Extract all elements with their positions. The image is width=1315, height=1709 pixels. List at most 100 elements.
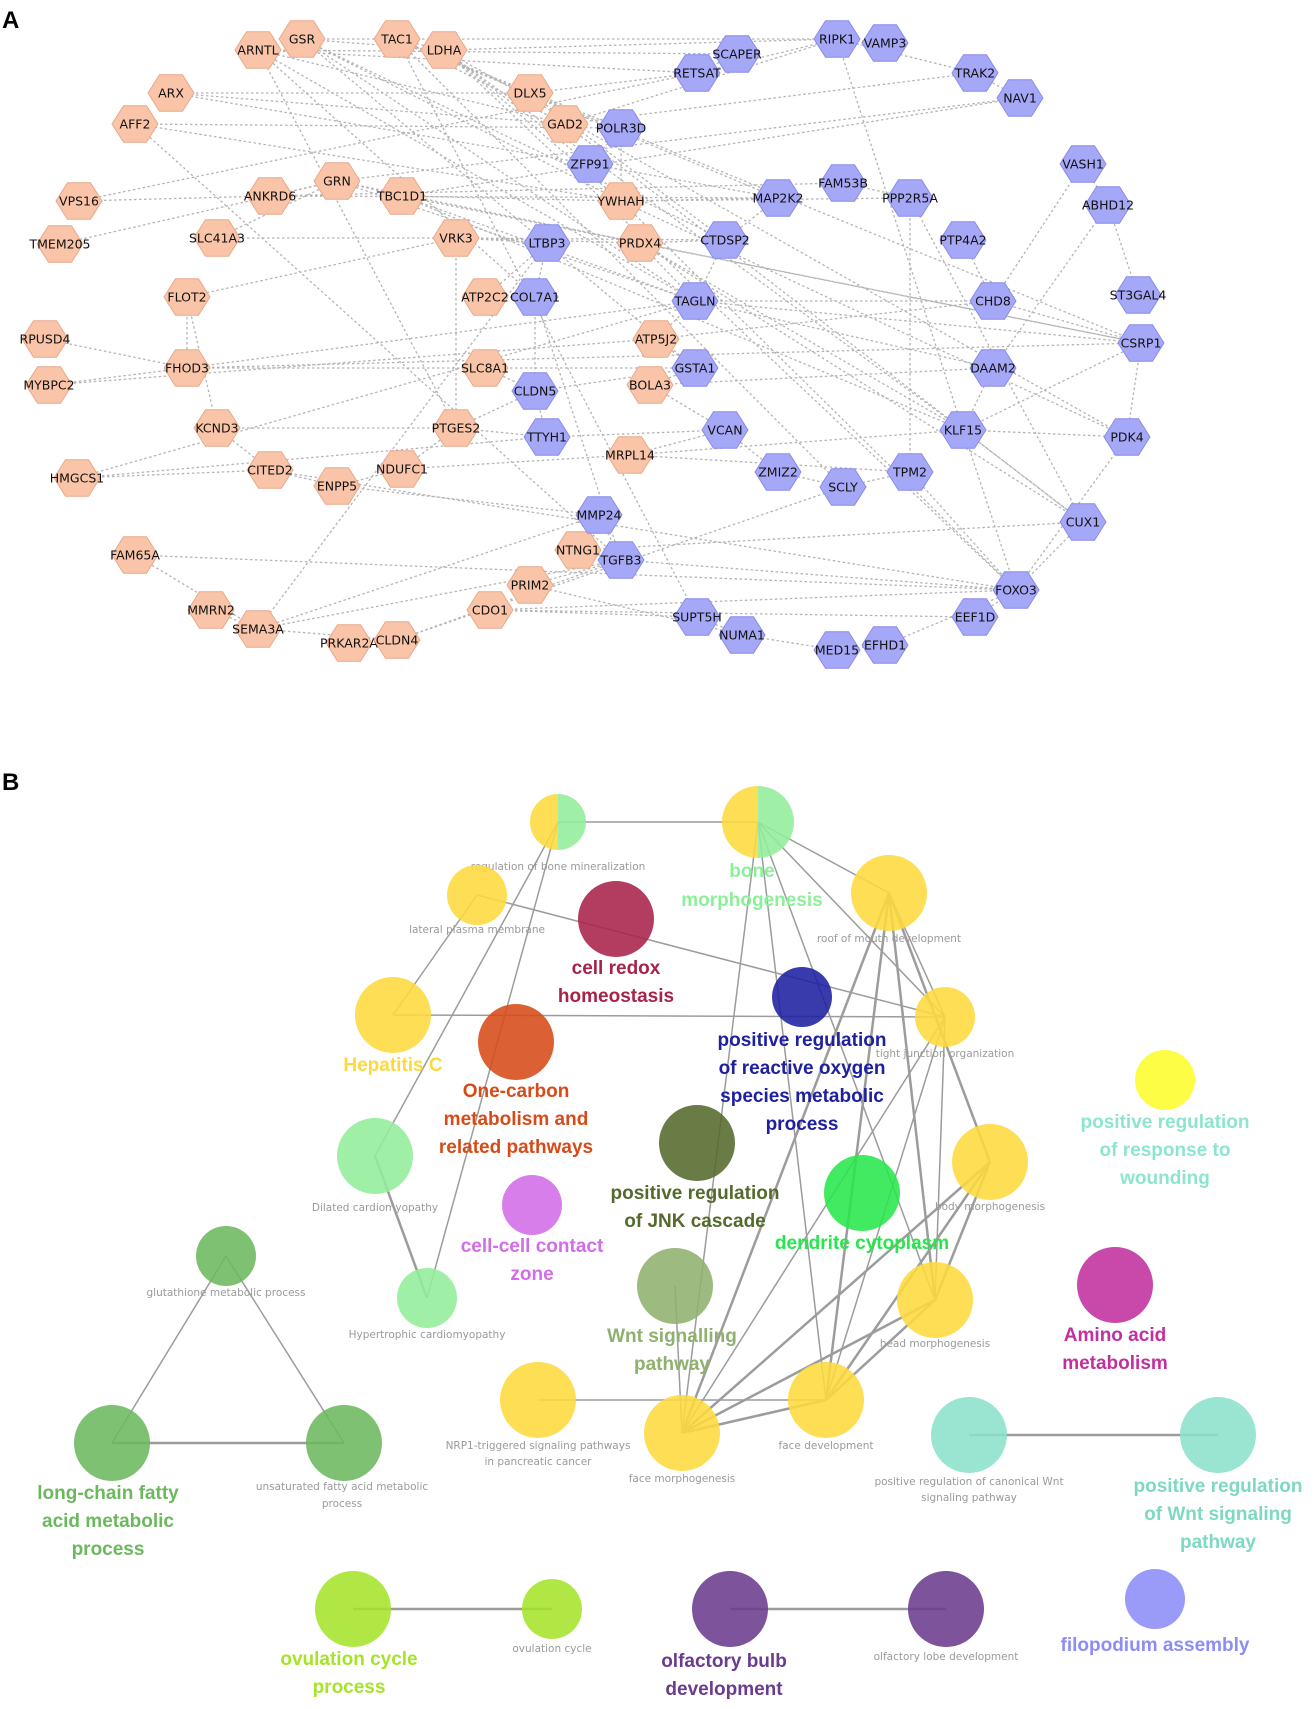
gene-node-tbc1d1[interactable]: TBC1D1 bbox=[376, 177, 427, 215]
gene-node-st3gal4[interactable]: ST3GAL4 bbox=[1110, 276, 1167, 314]
gene-node-vamp3[interactable]: VAMP3 bbox=[861, 24, 909, 62]
term-node-facemorph[interactable]: face morphogenesis bbox=[629, 1395, 736, 1485]
gene-node-tmem205[interactable]: TMEM205 bbox=[29, 225, 91, 263]
term-node-bonemin[interactable]: regulation of bone mineralization bbox=[471, 794, 646, 873]
gene-node-mmrn2[interactable]: MMRN2 bbox=[187, 591, 235, 629]
gene-node-eef1d[interactable]: EEF1D bbox=[951, 598, 999, 636]
gene-node-cux1[interactable]: CUX1 bbox=[1059, 503, 1107, 541]
gene-node-chd8[interactable]: CHD8 bbox=[969, 282, 1017, 320]
gene-node-tac1[interactable]: TAC1 bbox=[373, 20, 421, 58]
gene-node-ndufc1[interactable]: NDUFC1 bbox=[376, 450, 428, 488]
gene-node-map2k2[interactable]: MAP2K2 bbox=[753, 179, 804, 217]
gene-node-arntl[interactable]: ARNTL bbox=[234, 31, 282, 69]
gene-node-tpm2[interactable]: TPM2 bbox=[886, 453, 934, 491]
term-node-lateral[interactable]: lateral plasma membrane bbox=[409, 865, 545, 936]
gene-node-foxo3[interactable]: FOXO3 bbox=[992, 571, 1040, 609]
gene-node-tagln[interactable]: TAGLN bbox=[671, 282, 719, 320]
gene-node-zfp91[interactable]: ZFP91 bbox=[566, 145, 614, 183]
gene-node-pdk4[interactable]: PDK4 bbox=[1103, 418, 1151, 456]
gene-node-vash1[interactable]: VASH1 bbox=[1059, 145, 1107, 183]
gene-node-klf15[interactable]: KLF15 bbox=[939, 411, 987, 449]
gene-node-cdo1[interactable]: CDO1 bbox=[466, 591, 514, 629]
term-node-olflobe[interactable]: olfactory lobe development bbox=[874, 1571, 1019, 1663]
gene-node-ttyh1[interactable]: TTYH1 bbox=[523, 418, 571, 456]
gene-node-efhd1[interactable]: EFHD1 bbox=[861, 626, 909, 664]
gene-node-fam65a[interactable]: FAM65A bbox=[110, 536, 160, 574]
gene-node-vps16[interactable]: VPS16 bbox=[55, 182, 103, 220]
gene-node-numa1[interactable]: NUMA1 bbox=[718, 616, 766, 654]
gene-node-arx[interactable]: ARX bbox=[147, 74, 195, 112]
term-node-tight[interactable]: tight junction organization bbox=[876, 987, 1015, 1060]
gene-node-prkar2a[interactable]: PRKAR2A bbox=[320, 624, 378, 662]
gene-node-prim2[interactable]: PRIM2 bbox=[506, 566, 554, 604]
gene-node-bola3[interactable]: BOLA3 bbox=[626, 366, 674, 404]
gene-node-mrpl14[interactable]: MRPL14 bbox=[605, 436, 655, 474]
gene-node-ptp4a2[interactable]: PTP4A2 bbox=[939, 221, 987, 259]
term-node-hyper[interactable]: Hypertrophic cardiomyopathy bbox=[349, 1268, 506, 1341]
gene-node-aff2[interactable]: AFF2 bbox=[111, 105, 159, 143]
gene-node-ywhah[interactable]: YWHAH bbox=[596, 182, 645, 220]
gene-node-supt5h[interactable]: SUPT5H bbox=[672, 598, 722, 636]
gene-node-kcnd3[interactable]: KCND3 bbox=[193, 409, 241, 447]
gene-node-dlx5[interactable]: DLX5 bbox=[506, 74, 554, 112]
gene-node-trak2[interactable]: TRAK2 bbox=[951, 54, 999, 92]
gene-node-nav1[interactable]: NAV1 bbox=[996, 79, 1044, 117]
term-node-roof[interactable]: roof of mouth development bbox=[817, 855, 961, 945]
gene-node-csrp1[interactable]: CSRP1 bbox=[1117, 324, 1165, 362]
gene-node-retsat[interactable]: RETSAT bbox=[673, 54, 721, 92]
gene-node-gad2[interactable]: GAD2 bbox=[541, 105, 589, 143]
gene-node-ankrd6[interactable]: ANKRD6 bbox=[244, 177, 296, 215]
gene-node-fhod3[interactable]: FHOD3 bbox=[163, 349, 211, 387]
gene-node-ltbp3[interactable]: LTBP3 bbox=[523, 224, 571, 262]
gene-node-slc8a1[interactable]: SLC8A1 bbox=[461, 349, 509, 387]
gene-node-atp5j2[interactable]: ATP5J2 bbox=[632, 320, 680, 358]
gene-node-sema3a[interactable]: SEMA3A bbox=[232, 610, 284, 648]
term-node-hepc[interactable]: Hepatitis C bbox=[343, 977, 443, 1076]
gene-node-polr3d[interactable]: POLR3D bbox=[596, 109, 647, 147]
term-node-facedev[interactable]: face development bbox=[779, 1362, 874, 1452]
gene-node-ripk1[interactable]: RIPK1 bbox=[813, 20, 861, 58]
gene-node-rpusd4[interactable]: RPUSD4 bbox=[20, 320, 71, 358]
gene-node-tgfb3[interactable]: TGFB3 bbox=[597, 541, 645, 579]
gene-node-ldha[interactable]: LDHA bbox=[420, 31, 468, 69]
gene-node-gsta1[interactable]: GSTA1 bbox=[671, 349, 719, 387]
gene-node-grn[interactable]: GRN bbox=[313, 162, 361, 200]
gene-node-abhd12[interactable]: ABHD12 bbox=[1082, 186, 1134, 224]
gene-node-scaper[interactable]: SCAPER bbox=[712, 35, 762, 73]
gene-node-slc41a3[interactable]: SLC41A3 bbox=[189, 219, 245, 257]
gene-node-scly[interactable]: SCLY bbox=[819, 468, 867, 506]
gene-node-ppp2r5a[interactable]: PPP2R5A bbox=[882, 179, 938, 217]
gene-node-prdx4[interactable]: PRDX4 bbox=[616, 224, 664, 262]
term-node-dendrite[interactable]: dendrite cytoplasm bbox=[775, 1155, 949, 1254]
gene-node-cldn4[interactable]: CLDN4 bbox=[373, 621, 421, 659]
gene-node-daam2[interactable]: DAAM2 bbox=[969, 349, 1017, 387]
gene-node-hmgcs1[interactable]: HMGCS1 bbox=[50, 459, 105, 497]
gene-node-ntng1[interactable]: NTNG1 bbox=[554, 531, 602, 569]
gene-node-fam53b[interactable]: FAM53B bbox=[818, 164, 868, 202]
gene-node-gsr[interactable]: GSR bbox=[278, 20, 326, 58]
gene-node-ptges2[interactable]: PTGES2 bbox=[432, 409, 481, 447]
gene-node-med15[interactable]: MED15 bbox=[813, 631, 861, 669]
term-node-body[interactable]: body morphogenesis bbox=[935, 1124, 1045, 1213]
gene-node-mmp24[interactable]: MMP24 bbox=[575, 496, 623, 534]
term-node-ovcycle[interactable]: ovulation cycle bbox=[512, 1579, 592, 1655]
gene-node-cited2[interactable]: CITED2 bbox=[246, 451, 294, 489]
gene-node-mybpc2[interactable]: MYBPC2 bbox=[23, 366, 75, 404]
gene-node-cldn5[interactable]: CLDN5 bbox=[511, 372, 559, 410]
term-node-dilated[interactable]: Dilated cardiomyopathy bbox=[312, 1118, 438, 1214]
